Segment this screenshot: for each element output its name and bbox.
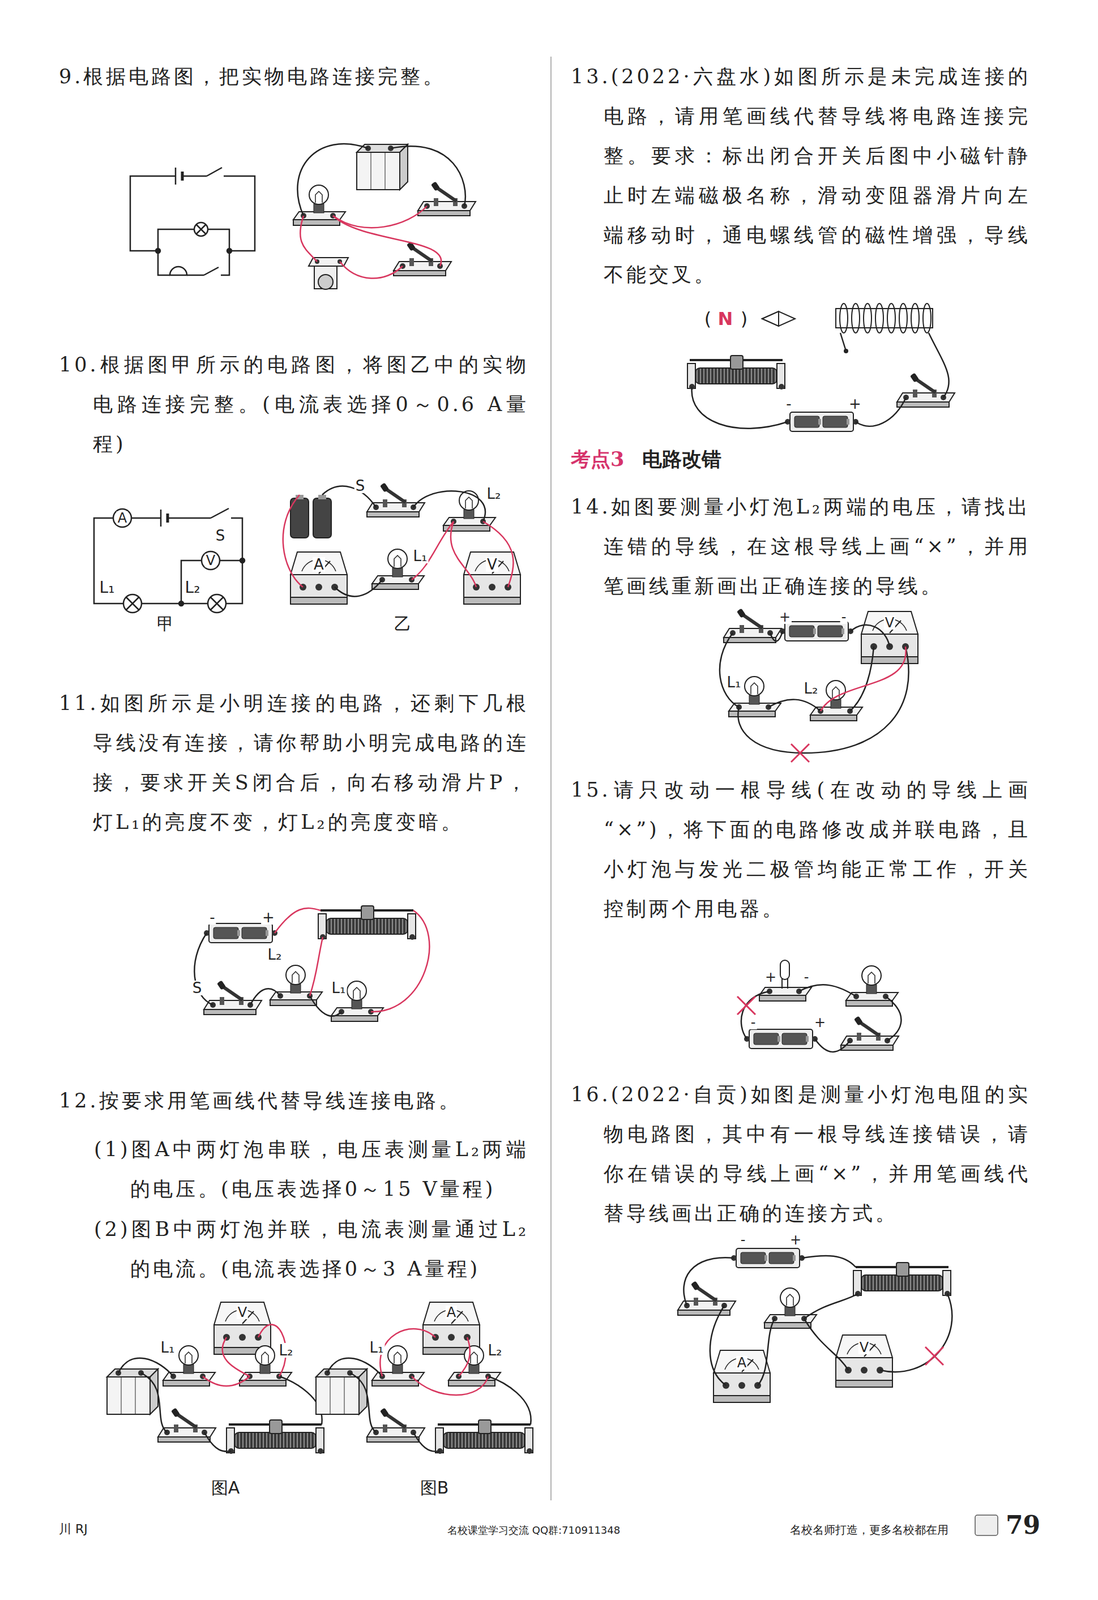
section-title: 电路改错 xyxy=(642,449,722,469)
question-text: 15.请只改动一根导线(在改动的导线上画“×”)，将下面的电路修改成并联电路，且… xyxy=(570,770,1031,929)
circuit-14 xyxy=(719,608,918,763)
polarity-mark: - xyxy=(208,909,216,925)
question-text: 14.如图要测量小灯泡L₂两端的电压，请找出连错的导线，在这根导线上画“×”，并… xyxy=(570,486,1031,606)
section-tag: 考点3 xyxy=(570,449,625,469)
component-label: L₂ xyxy=(486,1343,504,1358)
footer-note: 名校课堂学习交流 QQ群:710911348 xyxy=(447,1525,621,1536)
component-label: S xyxy=(354,478,367,494)
schematic-9 xyxy=(130,167,255,276)
polarity-mark: + xyxy=(261,909,276,925)
pole-answer: N xyxy=(716,309,735,328)
component-label: L₁ xyxy=(98,579,117,596)
schematic-10 xyxy=(94,508,245,613)
logo-icon xyxy=(975,1515,998,1536)
component-label: A xyxy=(116,511,128,525)
component-label: L₂ xyxy=(802,681,820,696)
component-label: V xyxy=(883,616,896,630)
circuit-9 xyxy=(293,143,476,290)
polarity-mark: - xyxy=(802,970,811,985)
polarity-mark: - xyxy=(840,610,848,625)
series-code: 川 RJ xyxy=(58,1523,88,1536)
figure-caption: 图A xyxy=(210,1479,242,1497)
component-label: S xyxy=(191,980,204,996)
circuit-13 xyxy=(687,303,955,432)
polarity-mark: - xyxy=(739,1233,747,1247)
question-text: 16.(2022·自贡)如图是测量小灯泡电阻的实物电路图，其中有一根导线连接错误… xyxy=(570,1074,1031,1234)
footer-slogan: 名校名师打造，更多名校都在用 xyxy=(789,1524,949,1536)
polarity-mark: + xyxy=(847,396,863,412)
circuit-16 xyxy=(677,1248,952,1403)
polarity-mark: + xyxy=(778,610,792,625)
circuit-12a xyxy=(107,1302,324,1455)
polarity-mark: - xyxy=(749,1015,758,1030)
bracket: ( xyxy=(703,309,713,328)
component-label: L₁ xyxy=(725,674,743,690)
component-label: L₁ xyxy=(330,980,348,996)
component-label: V xyxy=(858,1340,870,1355)
component-label: L₁ xyxy=(412,548,429,564)
question-text: (2)图B中两灯泡并联，电流表测量通过L₂的电流。(电流表选择0～3 A量程) xyxy=(94,1209,529,1289)
polarity-mark: - xyxy=(784,396,793,412)
question-text: (1)图A中两灯泡串联，电压表测量L₂两端的电压。(电压表选择0～15 V量程) xyxy=(94,1129,529,1209)
component-label: L₂ xyxy=(278,1343,295,1358)
component-label: V xyxy=(485,557,499,572)
column-divider xyxy=(550,56,552,1501)
question-text: 10.根据图甲所示的电路图，将图乙中的实物电路连接完整。(电流表选择0～0.6 … xyxy=(58,344,529,464)
question-text: 12.按要求用笔画线代替导线连接电路。 xyxy=(58,1081,529,1121)
component-label: A xyxy=(312,557,326,572)
circuit-12b xyxy=(315,1302,533,1455)
figure-caption: 图B xyxy=(419,1479,451,1497)
component-label: A xyxy=(736,1356,748,1370)
page-number: 79 xyxy=(1005,1513,1041,1538)
component-label: V xyxy=(204,553,217,568)
question-text: 9.根据电路图，把实物电路连接完整。 xyxy=(58,56,529,97)
component-label: L₂ xyxy=(184,579,202,596)
circuit-10 xyxy=(283,482,521,605)
component-label: S xyxy=(214,528,227,544)
polarity-mark: + xyxy=(813,1015,827,1030)
figure-caption: 甲 xyxy=(155,615,175,633)
component-label: L₂ xyxy=(266,947,284,963)
component-label: L₂ xyxy=(485,486,503,502)
component-label: A xyxy=(445,1305,457,1320)
question-text: 11.如图所示是小明连接的电路，还剩下几根导线没有连接，请你帮助小明完成电路的连… xyxy=(58,683,529,843)
component-label: L₁ xyxy=(159,1340,177,1356)
component-label: V xyxy=(236,1305,249,1320)
figure-caption: 乙 xyxy=(392,615,413,633)
polarity-mark: + xyxy=(788,1233,803,1247)
bracket: ) xyxy=(739,309,749,328)
circuit-15 xyxy=(737,960,901,1053)
question-text: 13.(2022·六盘水)如图所示是未完成连接的电路，请用笔画线代替导线将电路连… xyxy=(570,56,1031,295)
component-label: L₁ xyxy=(368,1340,386,1356)
circuit-11 xyxy=(194,906,430,1022)
polarity-mark: + xyxy=(763,970,778,985)
